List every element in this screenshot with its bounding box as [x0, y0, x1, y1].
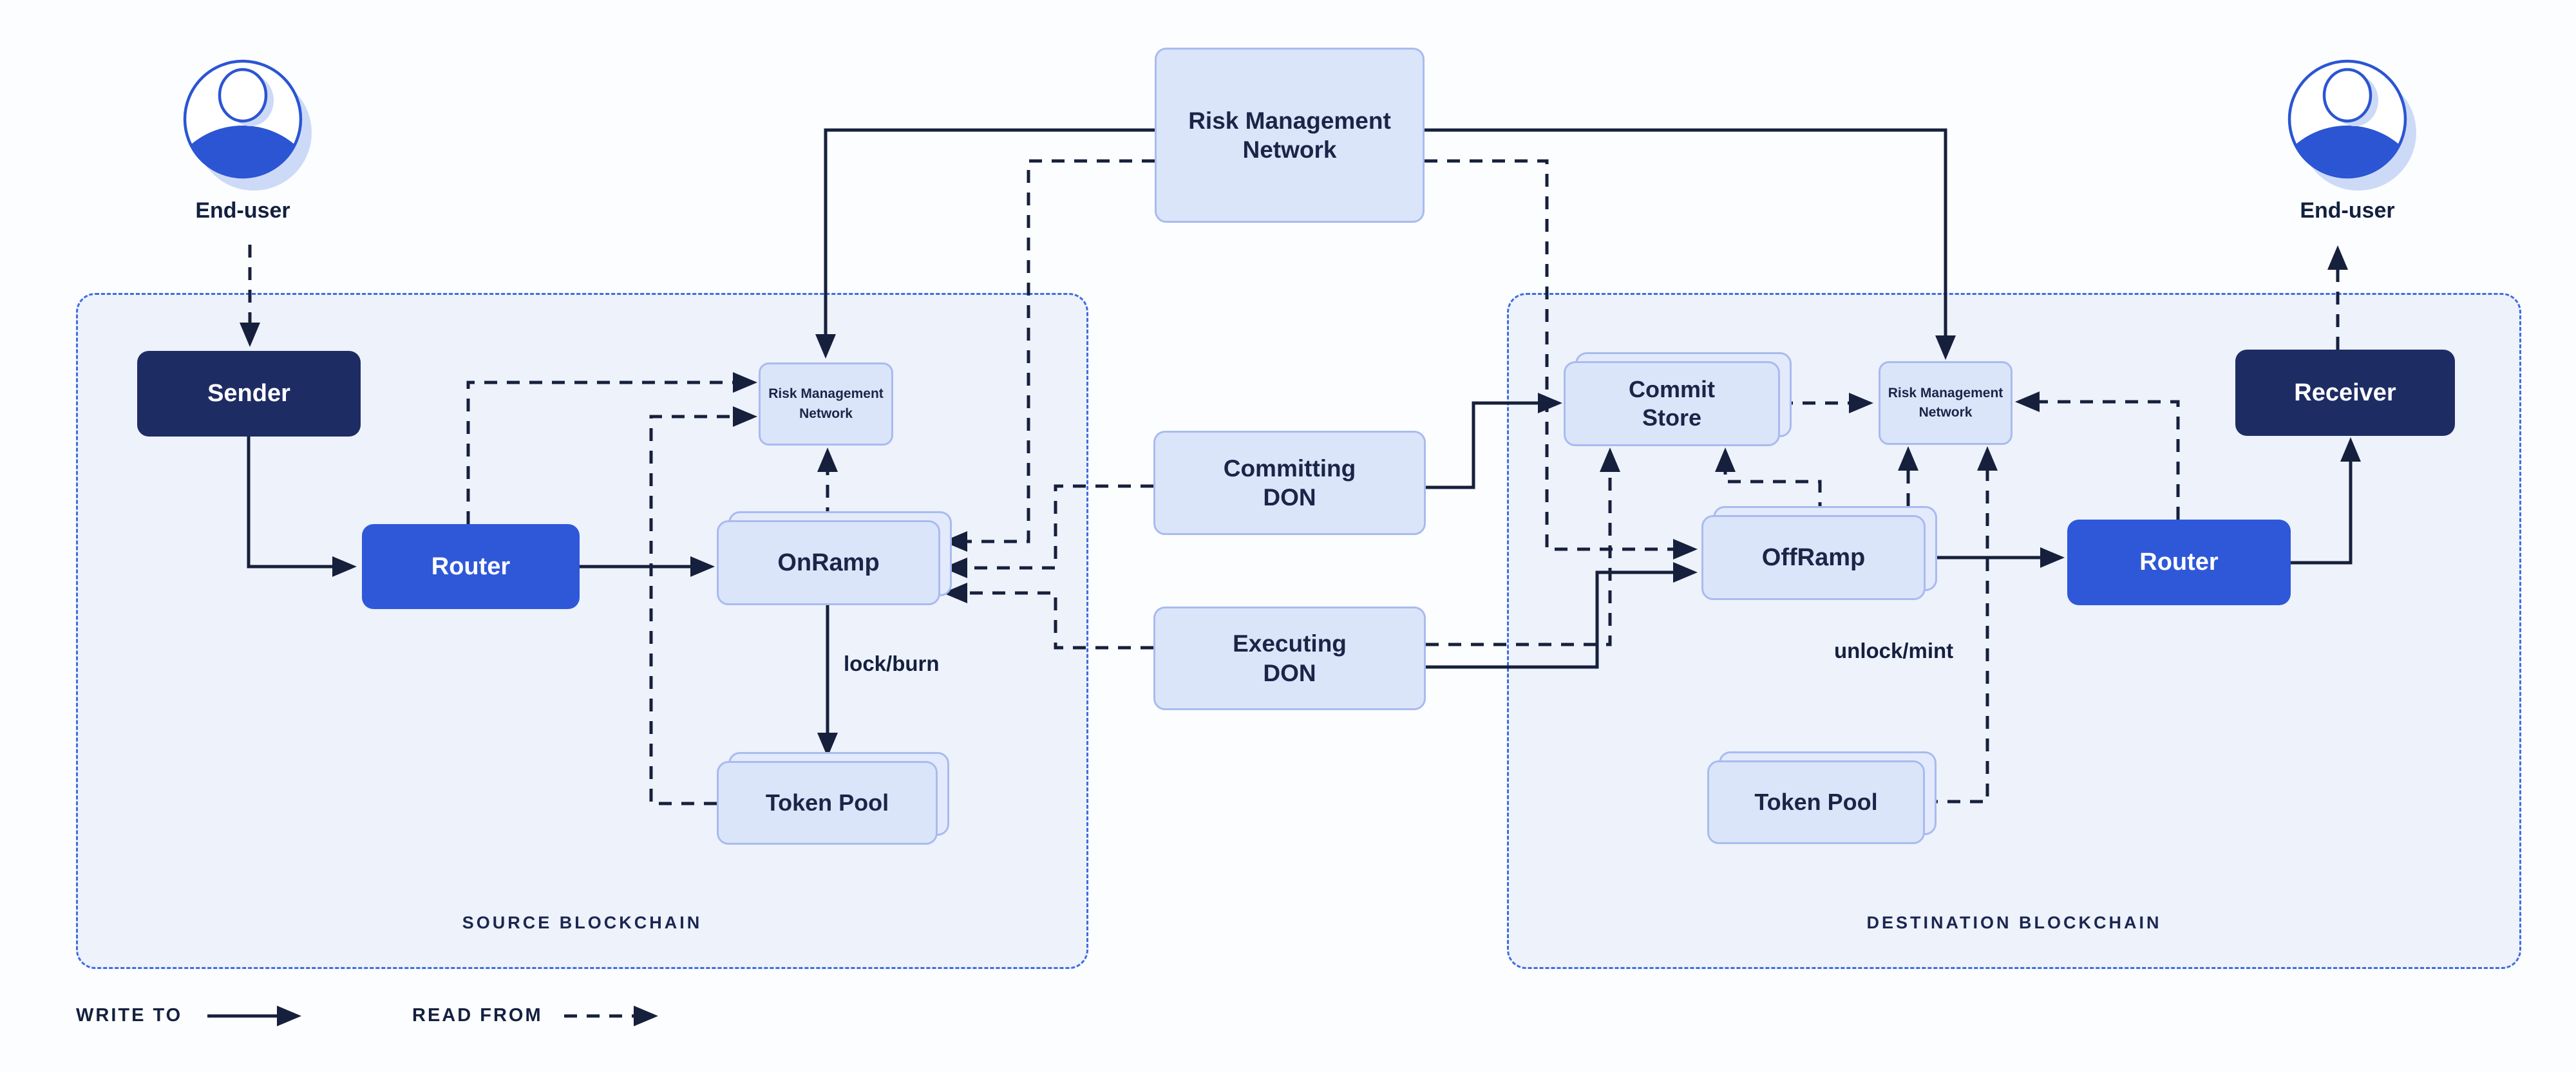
- edge-offramp-reads-commit-store: [1715, 447, 1822, 515]
- committing-don-label-line1: Committing: [1223, 455, 1356, 482]
- edge-sender-to-router: [247, 437, 357, 577]
- executing-don-label-line2: DON: [1263, 659, 1316, 686]
- unlock-mint-label: unlock/mint: [1834, 639, 1954, 663]
- edge-rmn-top-reads-offramp: [1425, 159, 1698, 560]
- committing-don-box: Committing DON: [1153, 431, 1426, 535]
- edge-rmn-top-reads-onramp: [943, 159, 1155, 552]
- token-pool-source-box: Token Pool: [717, 761, 938, 845]
- legend-write-to-label: WRITE TO: [76, 1005, 183, 1026]
- committing-don-label-line2: DON: [1263, 484, 1316, 511]
- sender-label: Sender: [207, 380, 290, 408]
- executing-don-box: Executing DON: [1153, 607, 1426, 710]
- rmn-destination-label-line2: Network: [1918, 405, 1973, 420]
- onramp-label: OnRamp: [777, 549, 880, 576]
- rmn-source-label-line2: Network: [799, 406, 853, 421]
- legend-read-from-label: READ FROM: [412, 1005, 543, 1026]
- edge-executing-don-reads-onramp: [943, 583, 1153, 650]
- router-source-label: Router: [431, 552, 511, 580]
- commit-store-label-line2: Store: [1642, 404, 1702, 431]
- edge-router-source-reads-rmn-source: [466, 372, 757, 524]
- edge-rmn-top-to-rmn-destination: [1425, 128, 1956, 360]
- end-user-label-right: End-user: [2300, 198, 2395, 223]
- edge-router-dest-reads-rmn-dest: [2015, 391, 2180, 520]
- rmn-destination-box: Risk Management Network: [1879, 361, 2012, 445]
- receiver-box: Receiver: [2235, 350, 2455, 436]
- commit-store-label-line1: Commit: [1629, 376, 1715, 403]
- rmn-source-box: Risk Management Network: [759, 362, 893, 446]
- onramp-box: OnRamp: [717, 520, 940, 605]
- end-user-icon-right: [2287, 59, 2416, 191]
- end-user-label-left: End-user: [195, 198, 290, 223]
- rmn-source-label-line1: Risk Management: [768, 386, 884, 402]
- offramp-label: OffRamp: [1761, 543, 1866, 571]
- rmn-top-label-line1: Risk Management: [1188, 107, 1391, 134]
- commit-store-box: Commit Store: [1564, 361, 1780, 446]
- source-blockchain-caption: SOURCE BLOCKCHAIN: [462, 913, 703, 932]
- token-pool-destination-label: Token Pool: [1754, 789, 1878, 816]
- rmn-destination-label-line1: Risk Management: [1888, 385, 2003, 400]
- destination-blockchain-caption: DESTINATION BLOCKCHAIN: [1866, 913, 2162, 932]
- edge-executing-don-to-offramp: [1426, 562, 1698, 669]
- edge-executing-don-reads-commit-store: [1426, 447, 1620, 646]
- router-source-box: Router: [362, 524, 580, 609]
- edge-committing-don-reads-onramp: [943, 484, 1153, 578]
- receiver-label: Receiver: [2294, 379, 2396, 406]
- edge-tokenpool-dest-reads-rmn-dest: [1925, 446, 1998, 804]
- router-destination-box: Router: [2067, 520, 2291, 605]
- token-pool-source-label: Token Pool: [765, 789, 889, 816]
- executing-don-label-line1: Executing: [1233, 630, 1347, 657]
- edge-router-dest-to-receiver: [2291, 437, 2361, 565]
- sender-box: Sender: [137, 351, 361, 437]
- token-pool-destination-box: Token Pool: [1707, 760, 1925, 844]
- edge-rmn-top-to-rmn-source: [815, 128, 1155, 359]
- lock-burn-label: lock/burn: [844, 652, 940, 675]
- offramp-box: OffRamp: [1701, 515, 1926, 600]
- edge-committing-don-to-commit-store: [1426, 393, 1562, 489]
- edge-tokenpool-source-reads-rmn-source: [649, 406, 757, 805]
- rmn-top-label-line2: Network: [1242, 136, 1337, 163]
- risk-management-network-box: Risk Management Network: [1155, 48, 1425, 223]
- router-destination-label: Router: [2139, 549, 2219, 576]
- end-user-icon-left: [183, 59, 312, 191]
